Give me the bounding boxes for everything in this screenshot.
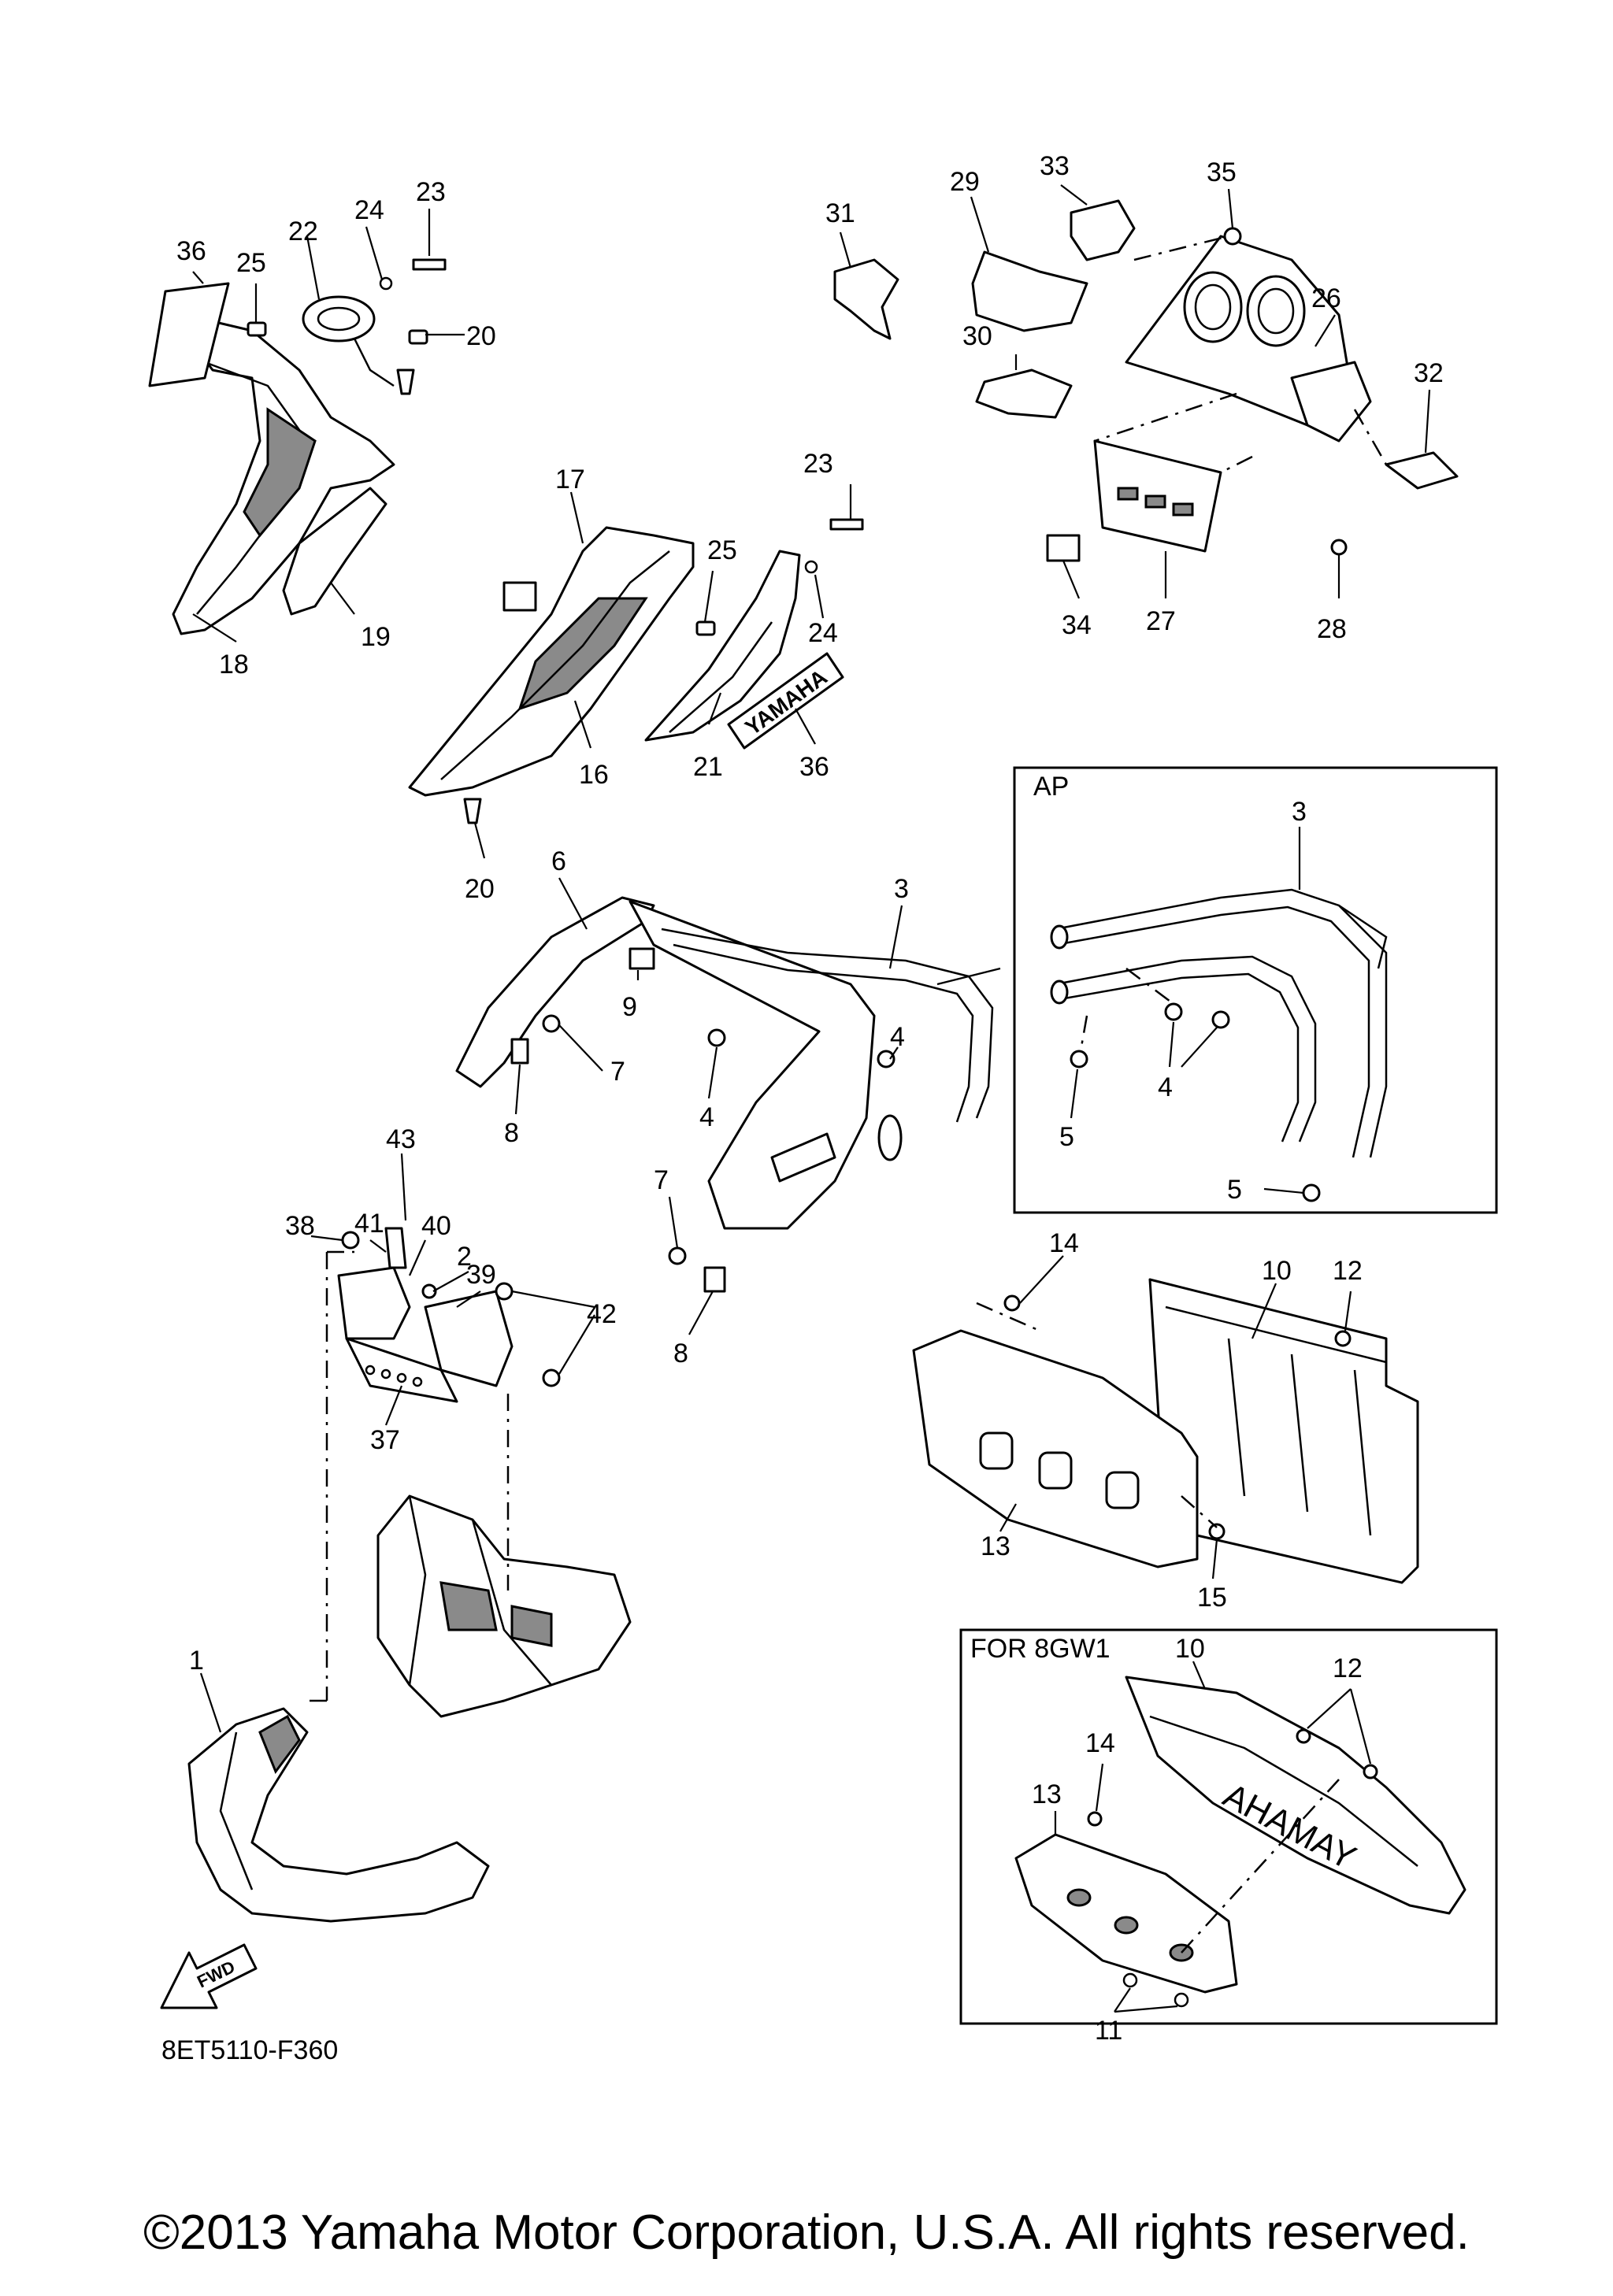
callout-20: 20	[466, 321, 496, 351]
callout-11-8gw1: 11	[1095, 2016, 1122, 2046]
callout-9: 9	[622, 992, 637, 1022]
callout-5b-ap: 5	[1227, 1175, 1242, 1205]
meter-panel-26	[1125, 235, 1372, 443]
callout-31: 31	[825, 198, 855, 228]
inset-8gw1-title: FOR 8GW1	[970, 1634, 1111, 1664]
leader-1	[199, 1672, 222, 1733]
callout-3-ap: 3	[1292, 797, 1307, 827]
callout-23: 23	[416, 177, 446, 207]
inset-ap-title: AP	[1033, 772, 1069, 802]
leaders-bumper	[999, 1255, 1352, 1579]
bracket-27	[1093, 439, 1222, 553]
callout-19: 19	[361, 622, 391, 652]
callout-24b: 24	[808, 618, 838, 648]
callout-25: 25	[236, 248, 266, 278]
bolts-middle	[510, 1014, 895, 1293]
leaders-bracket	[310, 1153, 595, 1426]
callout-6: 6	[551, 846, 566, 876]
diagram-code: 8ET5110-F360	[161, 2035, 338, 2065]
callout-18: 18	[219, 650, 249, 680]
callout-13-8gw1: 13	[1032, 1779, 1062, 1809]
callout-10-8gw1: 10	[1175, 1634, 1205, 1664]
inset-ap: AP	[1013, 766, 1498, 1214]
callout-labels: 36 25 22 24 23 20 18 19 17 16 25 23 24 2…	[176, 151, 1444, 2046]
callout-24: 24	[354, 195, 384, 225]
callout-41: 41	[354, 1209, 384, 1239]
callout-14: 14	[1049, 1228, 1079, 1258]
side-cowl-left-18	[172, 295, 395, 635]
callout-3: 3	[894, 874, 909, 904]
callout-26: 26	[1311, 283, 1341, 313]
callout-22: 22	[288, 217, 318, 246]
rivets-12-14-15	[1003, 1294, 1352, 1540]
callout-8b: 8	[673, 1339, 688, 1368]
callout-15: 15	[1197, 1583, 1227, 1613]
callout-30: 30	[962, 321, 992, 351]
covers-29-30-31-33	[833, 199, 1136, 419]
leaders-upper-right	[839, 184, 1431, 599]
front-cowl-16-17	[408, 526, 695, 797]
fasteners-upper-middle	[463, 518, 864, 824]
side-cover-21	[644, 550, 801, 742]
callout-27: 27	[1146, 606, 1176, 636]
callout-36: 36	[176, 236, 206, 266]
callout-13: 13	[981, 1531, 1010, 1561]
callout-29: 29	[950, 167, 980, 197]
callout-25b: 25	[707, 535, 737, 565]
callout-32: 32	[1414, 358, 1444, 388]
callout-2: 2	[457, 1242, 472, 1272]
callout-7: 7	[610, 1057, 625, 1087]
callout-17: 17	[555, 465, 585, 494]
callout-5-ap: 5	[1059, 1122, 1074, 1152]
callout-35: 35	[1207, 157, 1237, 187]
callout-33: 33	[1040, 151, 1070, 181]
bracket-assembly-37-43	[337, 1227, 561, 1403]
callout-8: 8	[504, 1118, 519, 1148]
callout-12-8gw1: 12	[1333, 1653, 1363, 1683]
frame-front	[376, 1494, 632, 1718]
callout-23b: 23	[803, 449, 833, 479]
callout-16: 16	[579, 760, 609, 790]
callout-7b: 7	[654, 1165, 669, 1195]
leaders-middle	[514, 877, 1001, 1335]
callout-10: 10	[1262, 1256, 1292, 1286]
shroud-frame-6	[455, 896, 876, 1230]
fasteners-upper-left	[247, 258, 447, 395]
callout-40: 40	[421, 1211, 451, 1241]
callout-14-8gw1: 14	[1085, 1728, 1115, 1758]
callout-4b: 4	[890, 1022, 905, 1052]
callout-4-ap: 4	[1158, 1072, 1173, 1102]
callout-28: 28	[1317, 614, 1347, 644]
callout-34: 34	[1062, 610, 1092, 640]
dash-lines-upper-right	[1094, 235, 1388, 474]
callout-37: 37	[370, 1425, 400, 1455]
ski-bumper-1	[187, 1707, 490, 1923]
callout-38: 38	[285, 1211, 315, 1241]
callout-36b: 36	[799, 752, 829, 782]
leaders-upper-middle	[473, 484, 852, 859]
callout-4: 4	[699, 1102, 714, 1132]
dash-lines-frame	[307, 1250, 510, 1702]
skid-plate-13	[912, 1329, 1199, 1568]
bumper-plate-10	[1148, 1278, 1419, 1584]
callout-1: 1	[189, 1646, 204, 1676]
inset-8gw1: FOR 8GW1 AHAMAY	[959, 1628, 1498, 2025]
fwd-arrow-icon: FWD	[160, 1943, 258, 2009]
callout-42: 42	[587, 1299, 617, 1329]
callout-21: 21	[693, 752, 723, 782]
leaders-upper-left	[192, 209, 465, 643]
callout-43: 43	[386, 1124, 416, 1154]
callout-12: 12	[1333, 1256, 1363, 1286]
callout-39: 39	[466, 1260, 496, 1290]
decal-36-left	[148, 282, 230, 387]
copyright-footer: ©2013 Yamaha Motor Corporation, U.S.A. A…	[143, 2205, 1470, 2260]
callout-20b: 20	[465, 874, 495, 904]
dash-lines-bumper	[976, 1302, 1218, 1528]
